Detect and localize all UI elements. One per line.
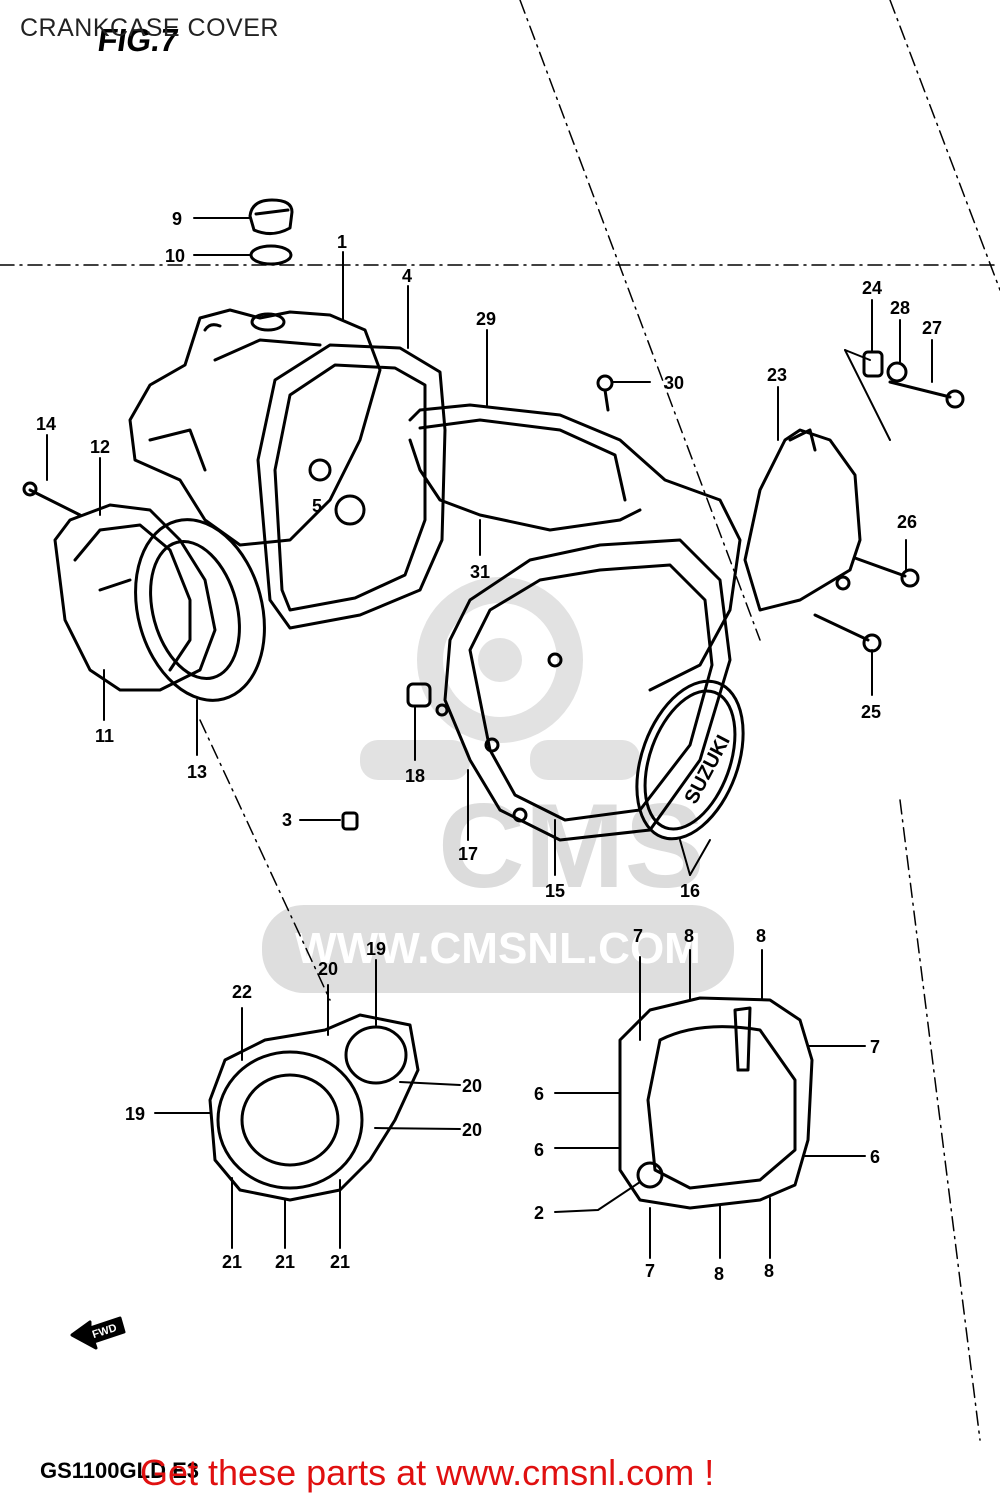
callout-25: 25	[861, 702, 881, 722]
fwd-arrow: FWD	[70, 1316, 126, 1350]
callout-10: 10	[165, 246, 185, 266]
lower-left-cover	[208, 1013, 420, 1202]
callout-19: 19	[125, 1104, 145, 1124]
clutch-cover	[53, 503, 217, 692]
right-side-cover	[743, 428, 862, 612]
oil-filler-cap	[248, 198, 294, 235]
lower-right-cover	[618, 996, 814, 1210]
page-title: CRANKCASE COVER	[20, 14, 279, 42]
callout-21: 21	[330, 1252, 350, 1272]
callout-7: 7	[633, 926, 643, 946]
watermark-brand: CMS	[438, 779, 705, 913]
callout-8: 8	[764, 1261, 774, 1281]
callout-22: 22	[232, 982, 252, 1002]
plug-3	[341, 811, 359, 831]
callout-18: 18	[405, 766, 425, 786]
callout-7: 7	[870, 1037, 880, 1057]
callout-20: 20	[318, 959, 338, 979]
callout-14: 14	[36, 414, 56, 434]
callout-7: 7	[645, 1261, 655, 1281]
callout-15: 15	[545, 881, 565, 901]
callout-24: 24	[862, 278, 882, 298]
callout-4: 4	[402, 266, 412, 286]
callout-bracket	[844, 349, 891, 441]
callout-28: 28	[890, 298, 910, 318]
callout-13: 13	[187, 762, 207, 782]
callout-30: 30	[664, 373, 684, 393]
callout-23: 23	[767, 365, 787, 385]
callout-20: 20	[462, 1076, 482, 1096]
callout-26: 26	[897, 512, 917, 532]
callout-19: 19	[366, 939, 386, 959]
generator-cover-gasket	[408, 403, 742, 692]
watermark-url: WWW.CMSNL.COM	[262, 905, 734, 993]
construction-lines	[0, 0, 1000, 1441]
promo-link[interactable]: Get these parts at www.cmsnl.com !	[140, 1452, 715, 1493]
callout-27: 27	[922, 318, 942, 338]
callout-2: 2	[534, 1203, 544, 1223]
callout-8: 8	[714, 1264, 724, 1284]
model-code: GS1100GLD E3	[40, 1458, 199, 1483]
emblem-cap: SUZUKI	[635, 679, 745, 841]
callout-6: 6	[870, 1147, 880, 1167]
washer-28	[886, 361, 908, 383]
callout-numbers: 9 10 1 4 29 14 12 5 30 23 24 28 27 31 26…	[36, 209, 942, 1284]
generator-cover	[435, 538, 732, 842]
callout-8: 8	[684, 926, 694, 946]
callout-3: 3	[282, 810, 292, 830]
callout-20: 20	[462, 1120, 482, 1140]
o-ring	[249, 244, 293, 266]
dowel-pin-24	[862, 350, 884, 378]
callout-6: 6	[534, 1140, 544, 1160]
crankcase-body	[128, 308, 382, 547]
callout-5: 5	[312, 496, 322, 516]
callout-29: 29	[476, 309, 496, 329]
callout-6: 6	[534, 1084, 544, 1104]
callout-16: 16	[680, 881, 700, 901]
callout-9: 9	[172, 209, 182, 229]
bolts	[22, 374, 965, 653]
callout-12: 12	[90, 437, 110, 457]
callout-17: 17	[458, 844, 478, 864]
dowel-pin-18	[406, 682, 432, 708]
callout-1: 1	[337, 232, 347, 252]
callout-21: 21	[275, 1252, 295, 1272]
callout-31: 31	[470, 562, 490, 582]
clutch-cover-gasket	[256, 343, 447, 630]
callout-21: 21	[222, 1252, 242, 1272]
callout-11: 11	[95, 726, 114, 746]
callout-8: 8	[756, 926, 766, 946]
clutch-cover-gasket	[134, 518, 266, 702]
leader-lines	[46, 217, 933, 1259]
